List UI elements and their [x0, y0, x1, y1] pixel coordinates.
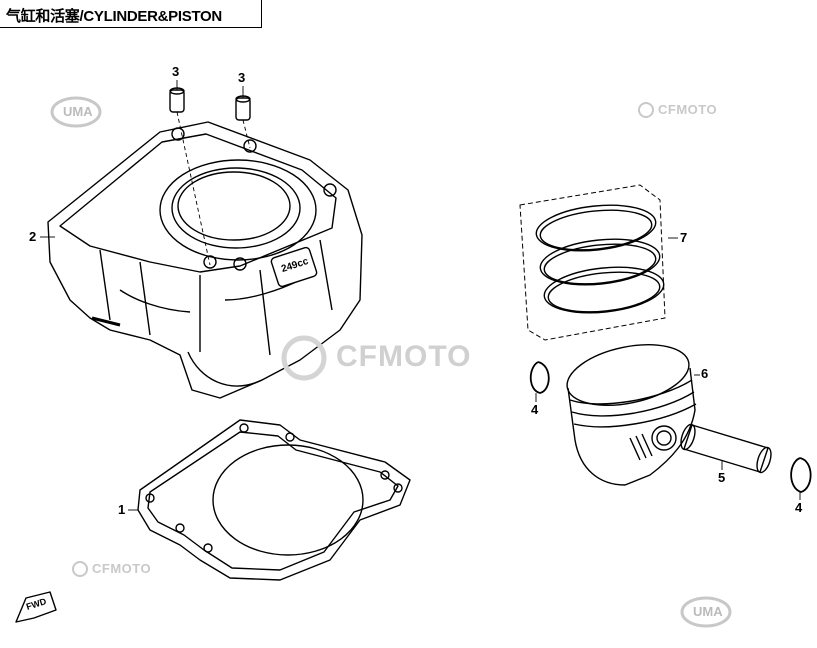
callout-7: 7	[680, 230, 688, 245]
callout-5: 5	[718, 470, 726, 485]
circlip-left	[529, 361, 550, 394]
uma-logo-icon-bottom	[680, 596, 732, 628]
callout-1: 1	[118, 502, 126, 517]
callout-2: 2	[29, 229, 37, 244]
cylinder-block	[47, 121, 363, 399]
cfmoto-watermark-bottom: CFMOTO	[92, 561, 152, 576]
dowel-pin-left	[169, 87, 185, 113]
circlip-right	[790, 457, 812, 493]
uma-watermark-bottom: UMA	[693, 604, 723, 619]
cfmoto-watermark-top: CFMOTO	[658, 102, 718, 117]
watermark-logos	[50, 96, 732, 628]
cfmoto-logo-icon-top	[638, 102, 654, 118]
cfmoto-logo-icon-center	[281, 335, 327, 381]
page-title: 气缸和活塞/CYLINDER&PISTON	[6, 8, 222, 25]
callout-6: 6	[701, 366, 709, 381]
callout-3-right: 3	[238, 70, 246, 85]
cfmoto-watermark-center: CFMOTO	[336, 340, 472, 373]
leader-lines	[40, 80, 801, 511]
callout-4-left: 4	[531, 402, 539, 417]
base-gasket	[137, 419, 411, 581]
dowel-pin-right	[235, 95, 251, 121]
uma-logo-icon-top	[50, 96, 102, 128]
cfmoto-logo-icon-bottom	[72, 561, 88, 577]
fwd-arrow-icon	[15, 591, 57, 623]
callout-4-right: 4	[795, 500, 803, 515]
piston-ring-set	[519, 184, 666, 341]
piston	[566, 344, 697, 486]
title-box: 气缸和活塞/CYLINDER&PISTON	[0, 0, 262, 28]
piston-pin	[680, 423, 772, 474]
uma-watermark-top: UMA	[63, 104, 93, 119]
callout-3-left: 3	[172, 64, 180, 79]
